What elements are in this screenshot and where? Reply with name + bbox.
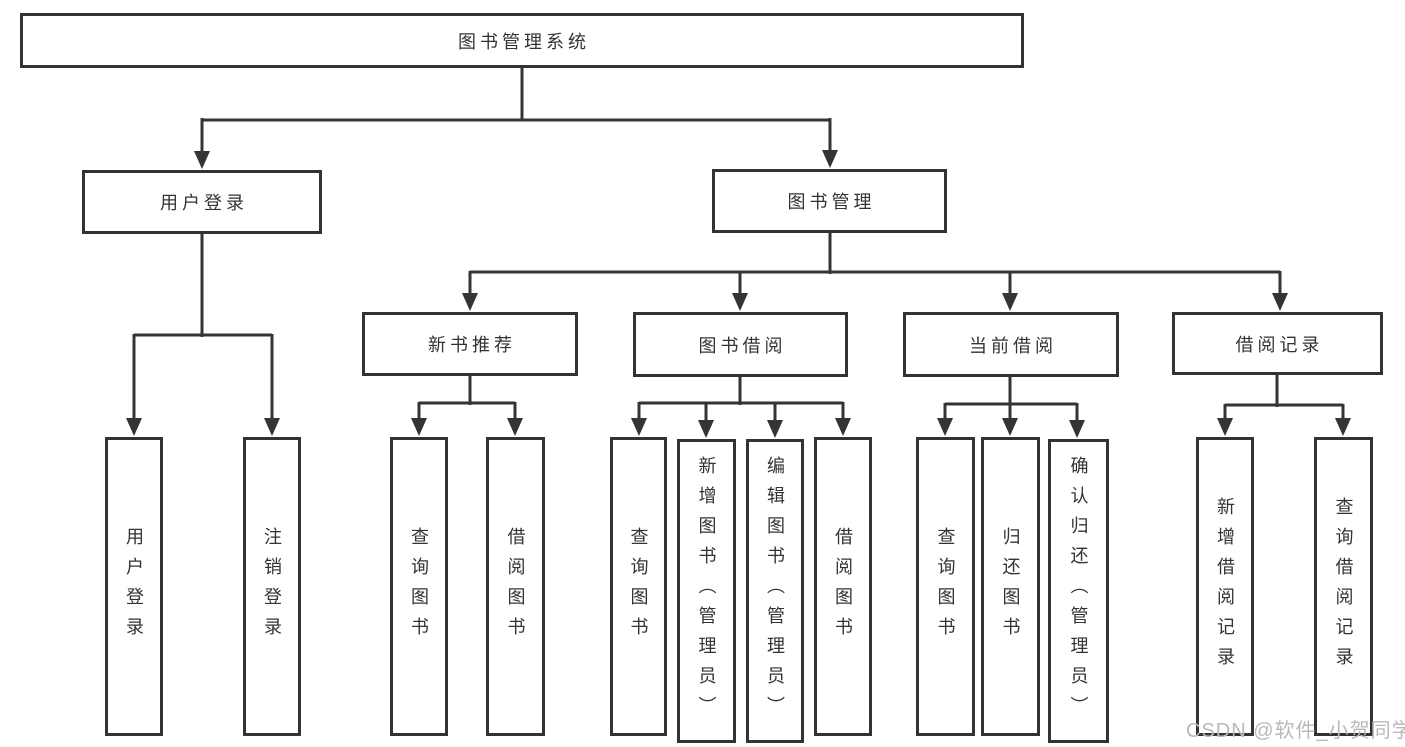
node-leaf-query-book-1: 查询图书 — [390, 437, 448, 736]
node-user-login: 用户登录 — [82, 170, 322, 234]
connector-borrow-records-children — [1217, 375, 1351, 436]
connector-book-borrow-children — [631, 377, 851, 438]
node-leaf-query-borrow-record: 查询借阅记录 — [1314, 437, 1373, 736]
connector-root-to-level2 — [194, 68, 838, 169]
node-leaf-borrow-book-2: 借阅图书 — [814, 437, 872, 736]
node-new-book-recommendation: 新书推荐 — [362, 312, 578, 376]
csdn-watermark: CSDN @软件_小贺同学 — [1186, 720, 1405, 742]
node-leaf-query-book-3: 查询图书 — [916, 437, 975, 736]
node-leaf-add-borrow-record: 新增借阅记录 — [1196, 437, 1254, 736]
connector-current-borrow-children — [937, 377, 1085, 438]
node-leaf-query-book-2: 查询图书 — [610, 437, 667, 736]
node-book-borrowing: 图书借阅 — [633, 312, 848, 377]
connector-book-mgmt-children — [462, 233, 1288, 311]
node-leaf-add-book-admin: 新增图书（管理员） — [677, 439, 736, 743]
connector-user-login-children — [126, 234, 280, 436]
node-leaf-edit-book-admin: 编辑图书（管理员） — [746, 439, 804, 743]
node-root-system: 图书管理系统 — [20, 13, 1024, 68]
node-leaf-borrow-book-1: 借阅图书 — [486, 437, 545, 736]
node-borrowing-records: 借阅记录 — [1172, 312, 1383, 375]
node-leaf-user-login: 用户登录 — [105, 437, 163, 736]
node-leaf-logout: 注销登录 — [243, 437, 301, 736]
connector-new-book-rec-children — [411, 376, 523, 436]
node-book-management: 图书管理 — [712, 169, 947, 233]
node-leaf-confirm-return-admin: 确认归还（管理员） — [1048, 439, 1109, 743]
node-current-borrowing: 当前借阅 — [903, 312, 1119, 377]
node-leaf-return-book: 归还图书 — [981, 437, 1040, 736]
